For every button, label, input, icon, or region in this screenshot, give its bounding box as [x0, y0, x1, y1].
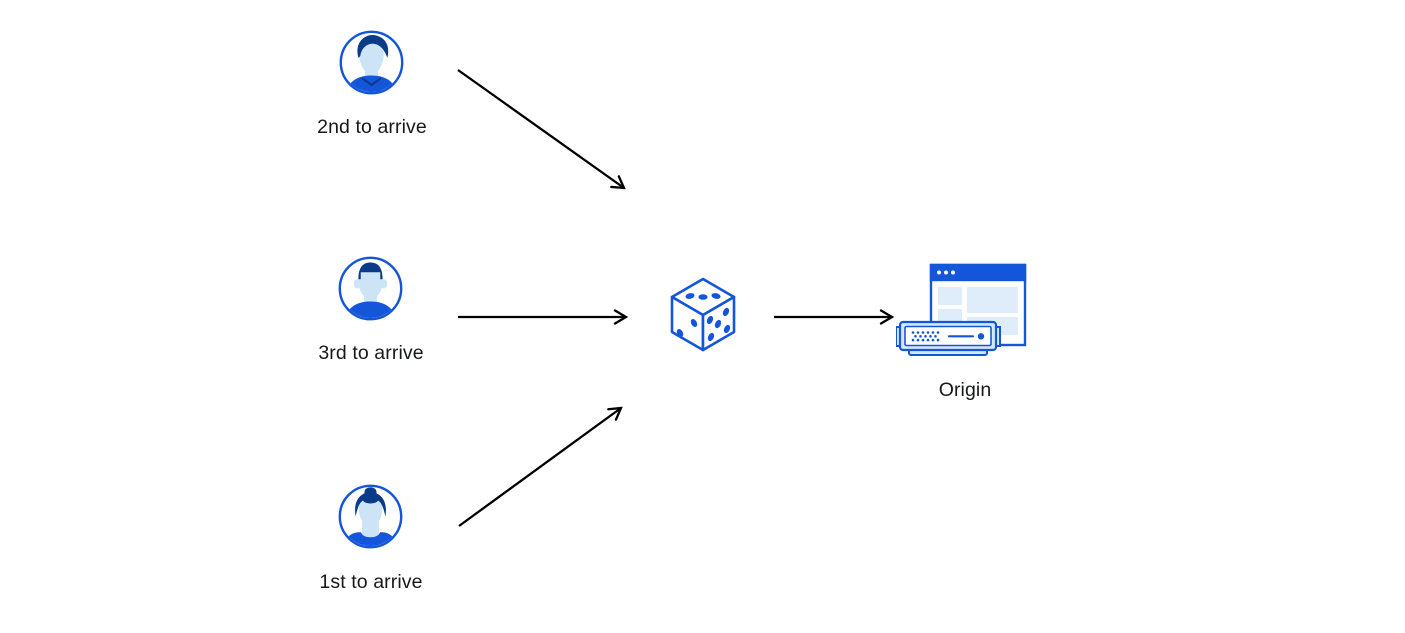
node-user-second [338, 29, 405, 96]
male-avatar-icon [339, 30, 404, 95]
dice-icon [670, 277, 736, 352]
origin-server-icon [896, 263, 1027, 356]
male-avatar-icon [338, 256, 403, 321]
node-user-third [337, 255, 404, 322]
arrow-user-first-to-randomizer [458, 406, 623, 527]
female-avatar-icon [338, 484, 403, 549]
node-origin [896, 261, 1028, 363]
label-origin: Origin [938, 379, 992, 401]
node-user-first [337, 483, 404, 550]
label-user-first: 1st to arrive [319, 571, 423, 593]
node-randomizer [666, 276, 740, 354]
label-user-second: 2nd to arrive [317, 116, 427, 138]
arrow-user-second-to-randomizer [457, 69, 626, 190]
label-user-third: 3rd to arrive [318, 342, 424, 364]
